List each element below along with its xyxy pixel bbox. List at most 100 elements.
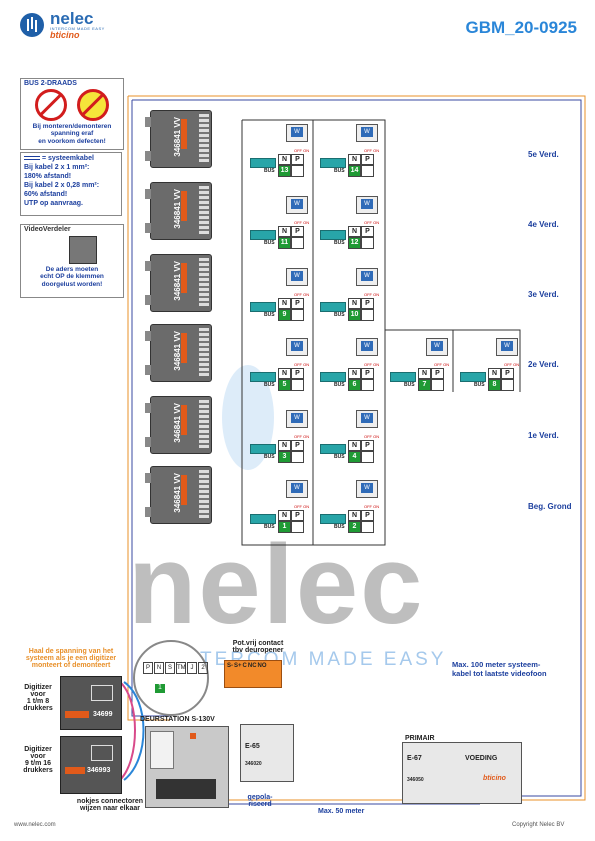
floor-label-2: 2e Verd. — [528, 360, 559, 369]
warning-box: BUS 2-DRAADS Bij monteren/demonteren spa… — [20, 78, 124, 150]
distributor-code: 346841 VV — [173, 331, 182, 371]
contact-term: C — [242, 663, 247, 669]
logo-partner: bticino — [50, 30, 80, 40]
no-plug-icon — [35, 89, 67, 121]
off-on-switch: OFF ON — [434, 362, 450, 367]
bus-terminal — [250, 372, 276, 382]
watermark: nelec — [128, 522, 425, 647]
off-on-switch: OFF ON — [364, 362, 380, 367]
cable-line-4: 60% afstand! — [24, 191, 68, 199]
e65-module: E-65 346020 — [240, 724, 294, 782]
warning-text-3: en voorkom defecten! — [38, 137, 106, 145]
videophone-monitor — [356, 196, 378, 214]
videophone-monitor — [356, 480, 378, 498]
bus-terminal — [250, 158, 276, 168]
bus-label: BUS — [264, 240, 275, 246]
videoverdeler-line-3: doorgelust worden! — [41, 280, 103, 288]
bus-label: BUS — [474, 382, 485, 388]
bus-terminal — [320, 444, 346, 454]
videophone-monitor — [496, 338, 518, 356]
nelec-logo-icon — [20, 13, 44, 37]
website: www.nelec.com — [14, 822, 56, 828]
cable-line-3: Bij kabel 2 x 0,28 mm²: — [24, 182, 100, 190]
bus-terminal — [250, 230, 276, 240]
cable-line-1: Bij kabel 2 x 1 mm²: — [24, 164, 90, 172]
copyright: Copyright Nelec BV — [512, 822, 565, 828]
video-distributor: 346841 VV — [145, 324, 212, 382]
videophone-monitor — [286, 124, 308, 142]
videoverdeler-box: VideoVerdeler De aders moeten echt OP de… — [20, 224, 124, 298]
max-50-note: Max. 50 meter — [318, 808, 365, 815]
off-on-switch: OFF ON — [294, 292, 310, 297]
polarized-note: gepola- riseerd — [247, 794, 273, 808]
pin-label: 2 — [198, 662, 208, 674]
logo-tagline: INTERCOM MADE EASY — [50, 26, 105, 31]
video-distributor: 346841 VV — [145, 110, 212, 168]
cable-box: = systeemkabel Bij kabel 2 x 1 mm²: 180%… — [20, 152, 122, 216]
warning-text-1: Bij monteren/demonteren — [32, 123, 112, 130]
bus-label: BUS — [404, 382, 415, 388]
videophone-monitor — [356, 410, 378, 428]
bus-terminal — [320, 230, 346, 240]
floor-label-1: 1e Verd. — [528, 431, 559, 440]
contact-term: NO — [257, 663, 267, 669]
floor-label-3: 3e Verd. — [528, 290, 559, 299]
video-distributor: 346841 VV — [145, 396, 212, 454]
video-distributor: 346841 VV — [145, 466, 212, 524]
video-distributor: 346841 VV — [145, 254, 212, 312]
power-note-1: Haal de spanning van het — [28, 648, 114, 655]
pin-label: J — [187, 662, 197, 674]
bus-terminal — [320, 158, 346, 168]
bus-label: BUS — [264, 524, 275, 530]
off-on-switch: OFF ON — [294, 504, 310, 509]
videophone-monitor — [356, 268, 378, 286]
off-on-switch: OFF ON — [364, 148, 380, 153]
bus-label: BUS — [334, 312, 345, 318]
logo-brand: nelec — [50, 9, 94, 28]
bus-terminal — [390, 372, 416, 382]
bus-terminal — [250, 444, 276, 454]
off-on-switch: OFF ON — [364, 292, 380, 297]
floor-label-4: 4e Verd. — [528, 220, 559, 229]
videoverdeler-line-2: echt OP de klemmen — [40, 273, 104, 281]
pin-label: TM — [176, 662, 186, 674]
off-on-switch: OFF ON — [364, 504, 380, 509]
brand-logo: nelec INTERCOM MADE EASY bticino — [20, 10, 105, 40]
power-note: Haal de spanning van het systeem als je … — [12, 648, 130, 669]
videophone-monitor — [286, 268, 308, 286]
doorstation — [145, 726, 229, 808]
video-distributor: 346841 VV — [145, 182, 212, 240]
cable-line-5: UTP op aanvraag. — [24, 200, 84, 208]
warning-title: BUS 2-DRAADS — [24, 80, 77, 87]
videophone-monitor — [356, 338, 378, 356]
contact-term: S+ — [234, 663, 242, 669]
bus-label: BUS — [264, 312, 275, 318]
bus-terminal — [250, 514, 276, 524]
off-on-switch: OFF ON — [364, 434, 380, 439]
max-100-note: Max. 100 meter systeem- kabel tot laatst… — [452, 660, 547, 678]
contact-term: S- — [227, 663, 233, 669]
bus-label: BUS — [334, 240, 345, 246]
e67-module: PRIMAIR E-67 VOEDING 346050 bticino — [402, 735, 522, 804]
cable-legend: = systeemkabel — [24, 154, 118, 163]
videophone-monitor — [286, 480, 308, 498]
digitizer-module-1: 34699 — [60, 676, 122, 730]
distributor-code: 346841 VV — [173, 473, 182, 513]
power-note-3: monteert of demonteert — [31, 662, 111, 669]
videophone-monitor — [356, 124, 378, 142]
